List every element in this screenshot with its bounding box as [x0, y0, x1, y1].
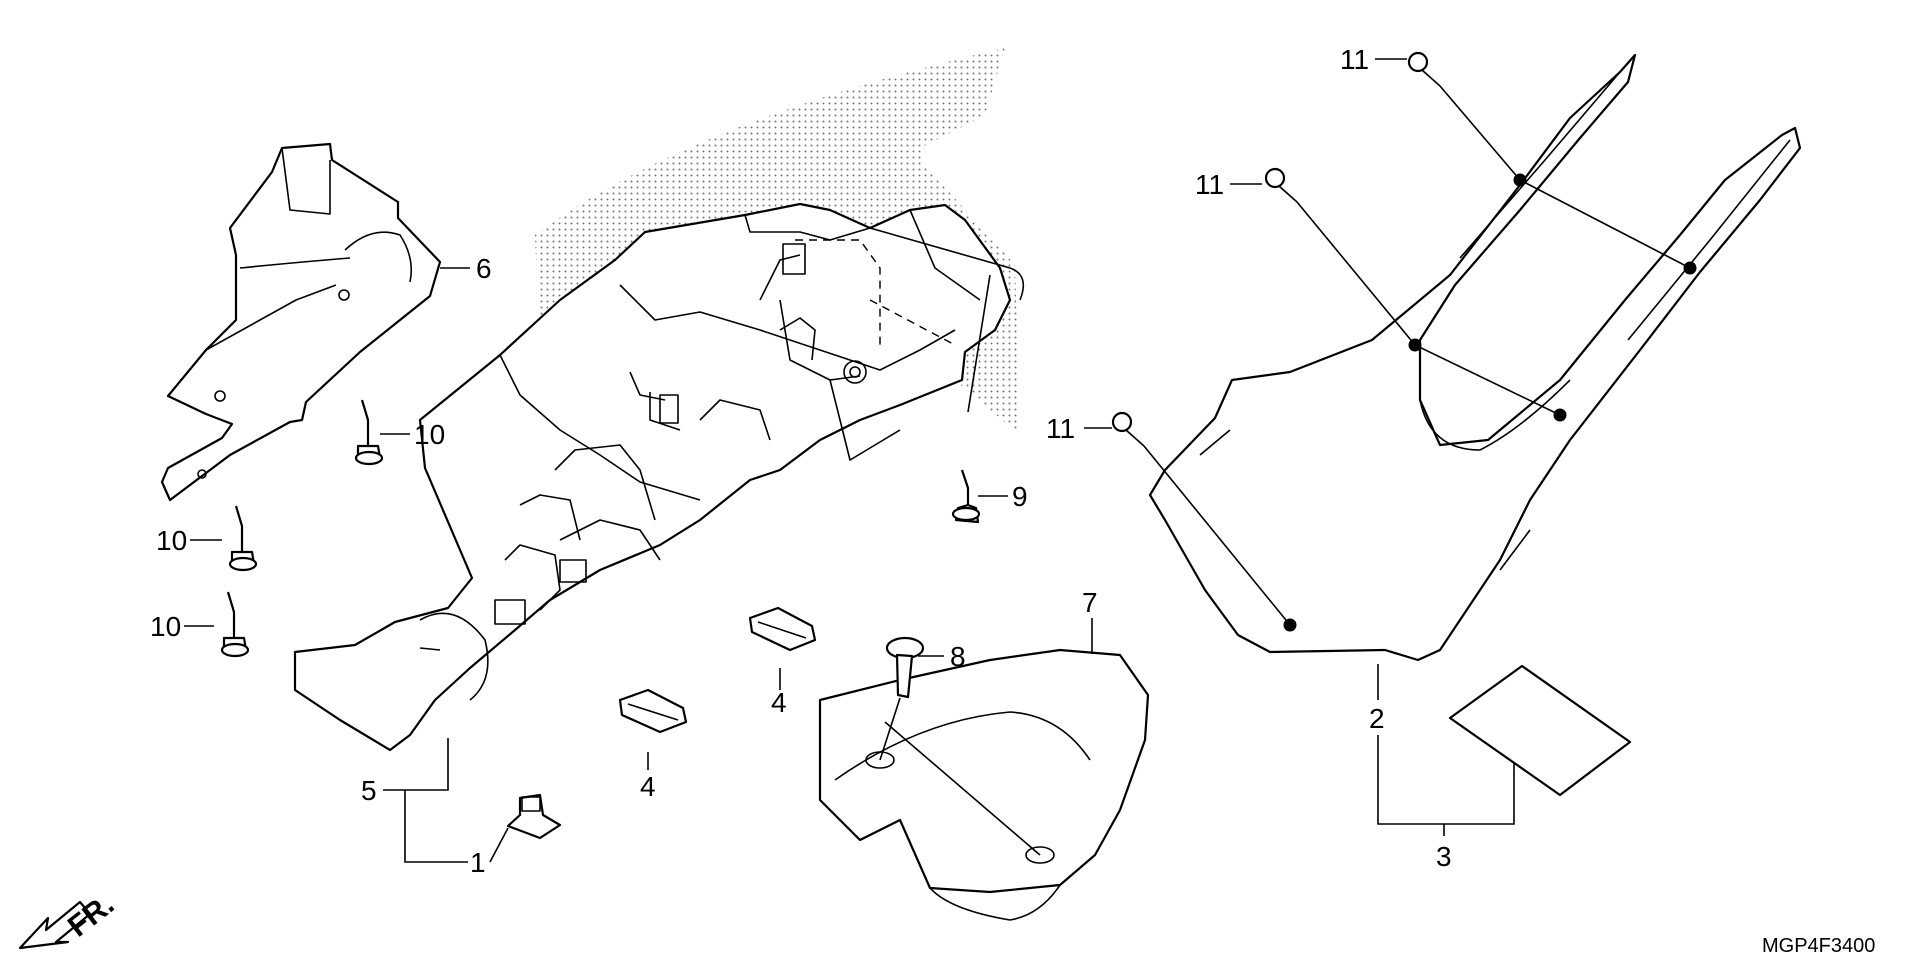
callout-4-left: 4	[640, 771, 656, 802]
part-9-clip	[951, 469, 981, 524]
part-10-clip-a	[354, 399, 384, 466]
callout-labels: 11 11 11 6 10 10 10 9 8 7 4 4 5 1 2 3	[150, 44, 1452, 878]
callout-8: 8	[950, 641, 966, 672]
part-4-rubber-pad-b	[748, 606, 817, 652]
callout-1: 1	[470, 847, 486, 878]
rear-fender-main	[293, 202, 1025, 752]
part-2-side-cover	[1148, 53, 1802, 662]
part-10-clip-c	[220, 591, 250, 658]
part-3-label	[1448, 664, 1632, 797]
callout-4-right: 4	[771, 687, 787, 718]
part-4-rubber-pad-a	[618, 688, 688, 734]
part-7-rear-cover	[818, 648, 1150, 921]
callout-11-mid: 11	[1195, 169, 1224, 200]
part-11-screw-a	[1407, 51, 1441, 87]
part-11-screw-b	[1264, 167, 1298, 203]
part-8-screw	[885, 636, 925, 699]
callout-10-a: 10	[414, 419, 445, 450]
part-1-clip	[506, 793, 562, 840]
fastener-leaders	[879, 85, 1697, 856]
callout-leaders	[184, 58, 1515, 863]
callout-7: 7	[1082, 587, 1098, 618]
front-direction-arrow-icon: FR.	[18, 888, 120, 950]
part-6-inner-cover	[160, 142, 442, 502]
callout-5: 5	[361, 775, 377, 806]
diagram-code: MGP4F3400	[1762, 935, 1875, 957]
callout-11-top: 11	[1340, 44, 1369, 75]
callout-2: 2	[1369, 703, 1385, 734]
part-11-screw-c	[1111, 411, 1145, 447]
callout-10-b: 10	[156, 525, 187, 556]
callout-11-low: 11	[1046, 413, 1075, 444]
callout-10-c: 10	[150, 611, 181, 642]
front-direction-label: FR.	[62, 888, 120, 944]
callout-3: 3	[1436, 841, 1452, 872]
callout-9: 9	[1012, 481, 1028, 512]
callout-6: 6	[476, 253, 492, 284]
part-10-clip-b	[228, 505, 258, 572]
